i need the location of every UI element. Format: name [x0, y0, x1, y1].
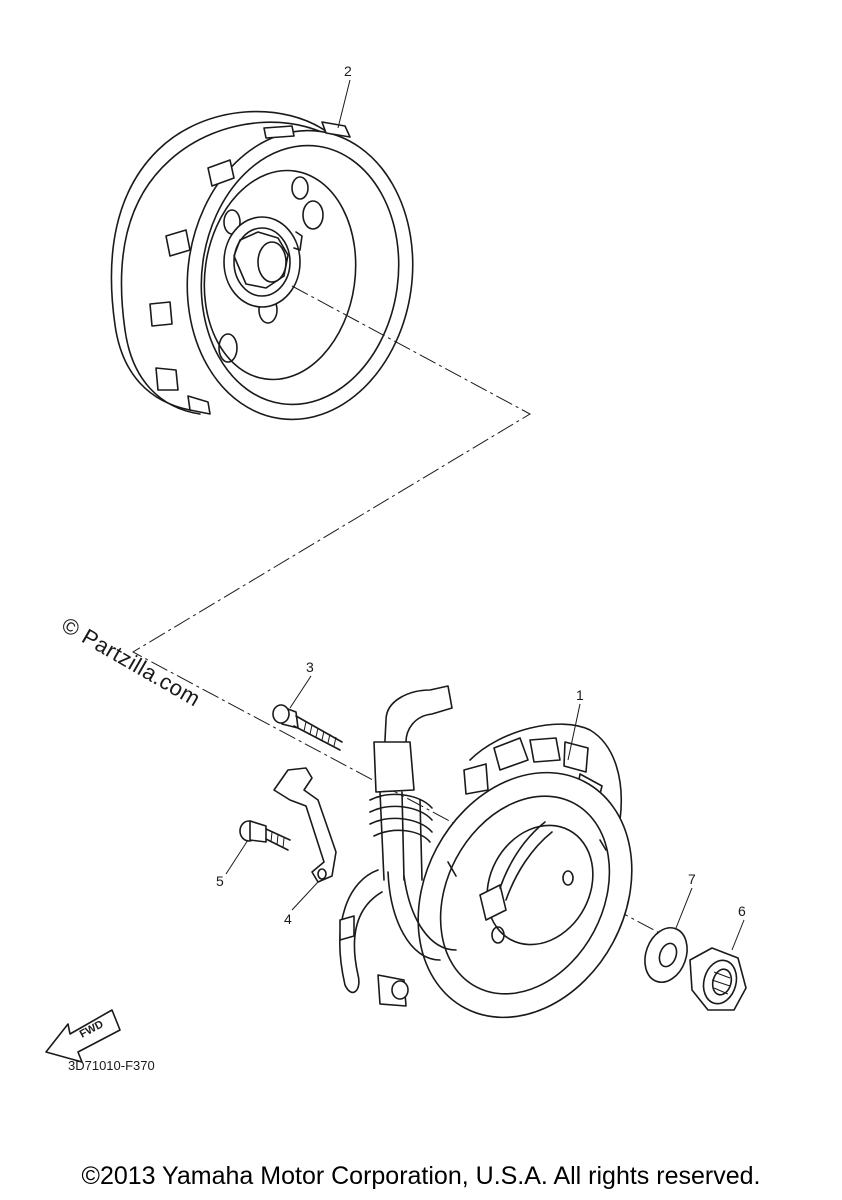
diagram-code: 3D71010-F370	[68, 1058, 155, 1073]
callout-7: 7	[688, 871, 696, 887]
leader-line-6	[731, 919, 745, 951]
clamp-screw-part[interactable]	[239, 820, 291, 851]
callout-4: 4	[284, 911, 292, 927]
rotor-part[interactable]	[110, 110, 431, 435]
leader-line-7	[675, 887, 693, 929]
callout-1: 1	[576, 687, 584, 703]
callout-3: 3	[306, 659, 314, 675]
forward-direction-arrow: FWD	[45, 1009, 121, 1063]
leader-line-5	[225, 839, 249, 875]
nut-part[interactable]	[689, 947, 747, 1011]
callout-5: 5	[216, 873, 224, 889]
callout-6: 6	[738, 903, 746, 919]
leader-line-3	[289, 675, 312, 709]
assembly-centerline	[131, 285, 683, 946]
clamp-part[interactable]	[273, 767, 337, 883]
callout-2: 2	[344, 63, 352, 79]
stator-bolt-part[interactable]	[272, 704, 343, 751]
stator-assembly-part[interactable]	[339, 685, 674, 1055]
washer-part[interactable]	[638, 922, 695, 988]
copyright-notice: ©2013 Yamaha Motor Corporation, U.S.A. A…	[81, 1162, 761, 1190]
leader-line-1	[567, 703, 581, 761]
leader-line-4	[291, 881, 319, 911]
leader-line-2	[337, 79, 351, 129]
